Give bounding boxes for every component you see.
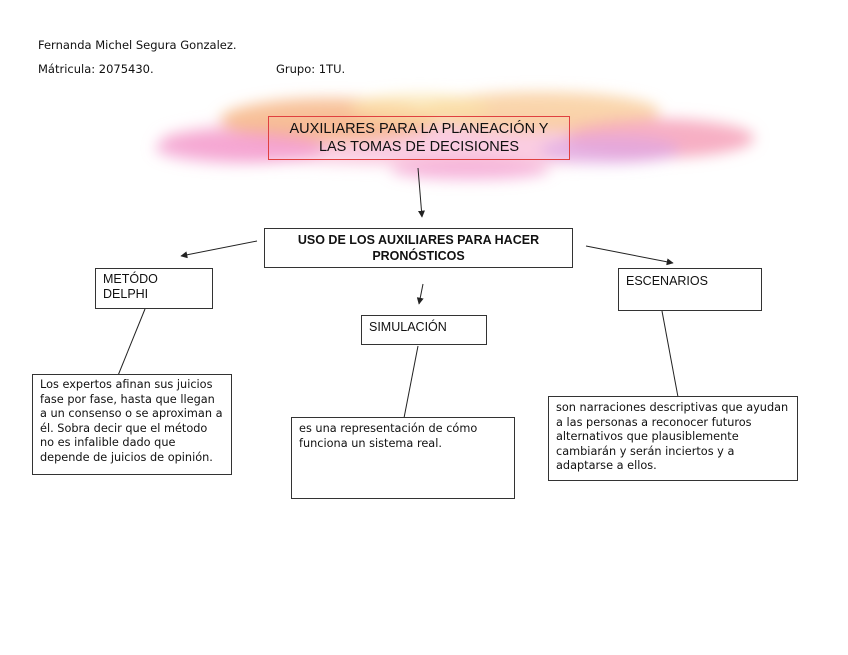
arrow-main-to-delphi <box>180 240 258 259</box>
arrow-main-to-simulacion <box>416 283 424 305</box>
line-escenarios-to-description <box>661 310 679 398</box>
line-delphi-to-description <box>116 308 146 379</box>
description-escenarios: son narraciones descriptivas que ayudan … <box>548 396 798 481</box>
line-simulacion-to-description <box>403 345 419 419</box>
node-metodo-delphi: METÓDO DELPHI <box>95 268 213 309</box>
grupo-label: Grupo: 1TU. <box>276 62 346 76</box>
arrow-title-to-main <box>417 167 425 218</box>
watercolor-splash <box>155 92 755 180</box>
author-name: Fernanda Michel Segura Gonzalez. <box>38 38 237 52</box>
description-simulacion: es una representación de cómo funciona u… <box>291 417 515 499</box>
node-escenarios: ESCENARIOS <box>618 268 762 311</box>
matricula-label: Mátricula: 2075430. <box>38 62 154 76</box>
main-node: USO DE LOS AUXILIARES PARA HACER PRONÓST… <box>264 228 573 268</box>
description-delphi: Los expertos afinan sus juicios fase por… <box>32 374 232 475</box>
connectors <box>116 167 679 419</box>
node-simulacion: SIMULACIÓN <box>361 315 487 345</box>
arrow-main-to-escenarios <box>585 245 674 266</box>
diagram-title: AUXILIARES PARA LA PLANEACIÓN Y LAS TOMA… <box>268 116 570 160</box>
